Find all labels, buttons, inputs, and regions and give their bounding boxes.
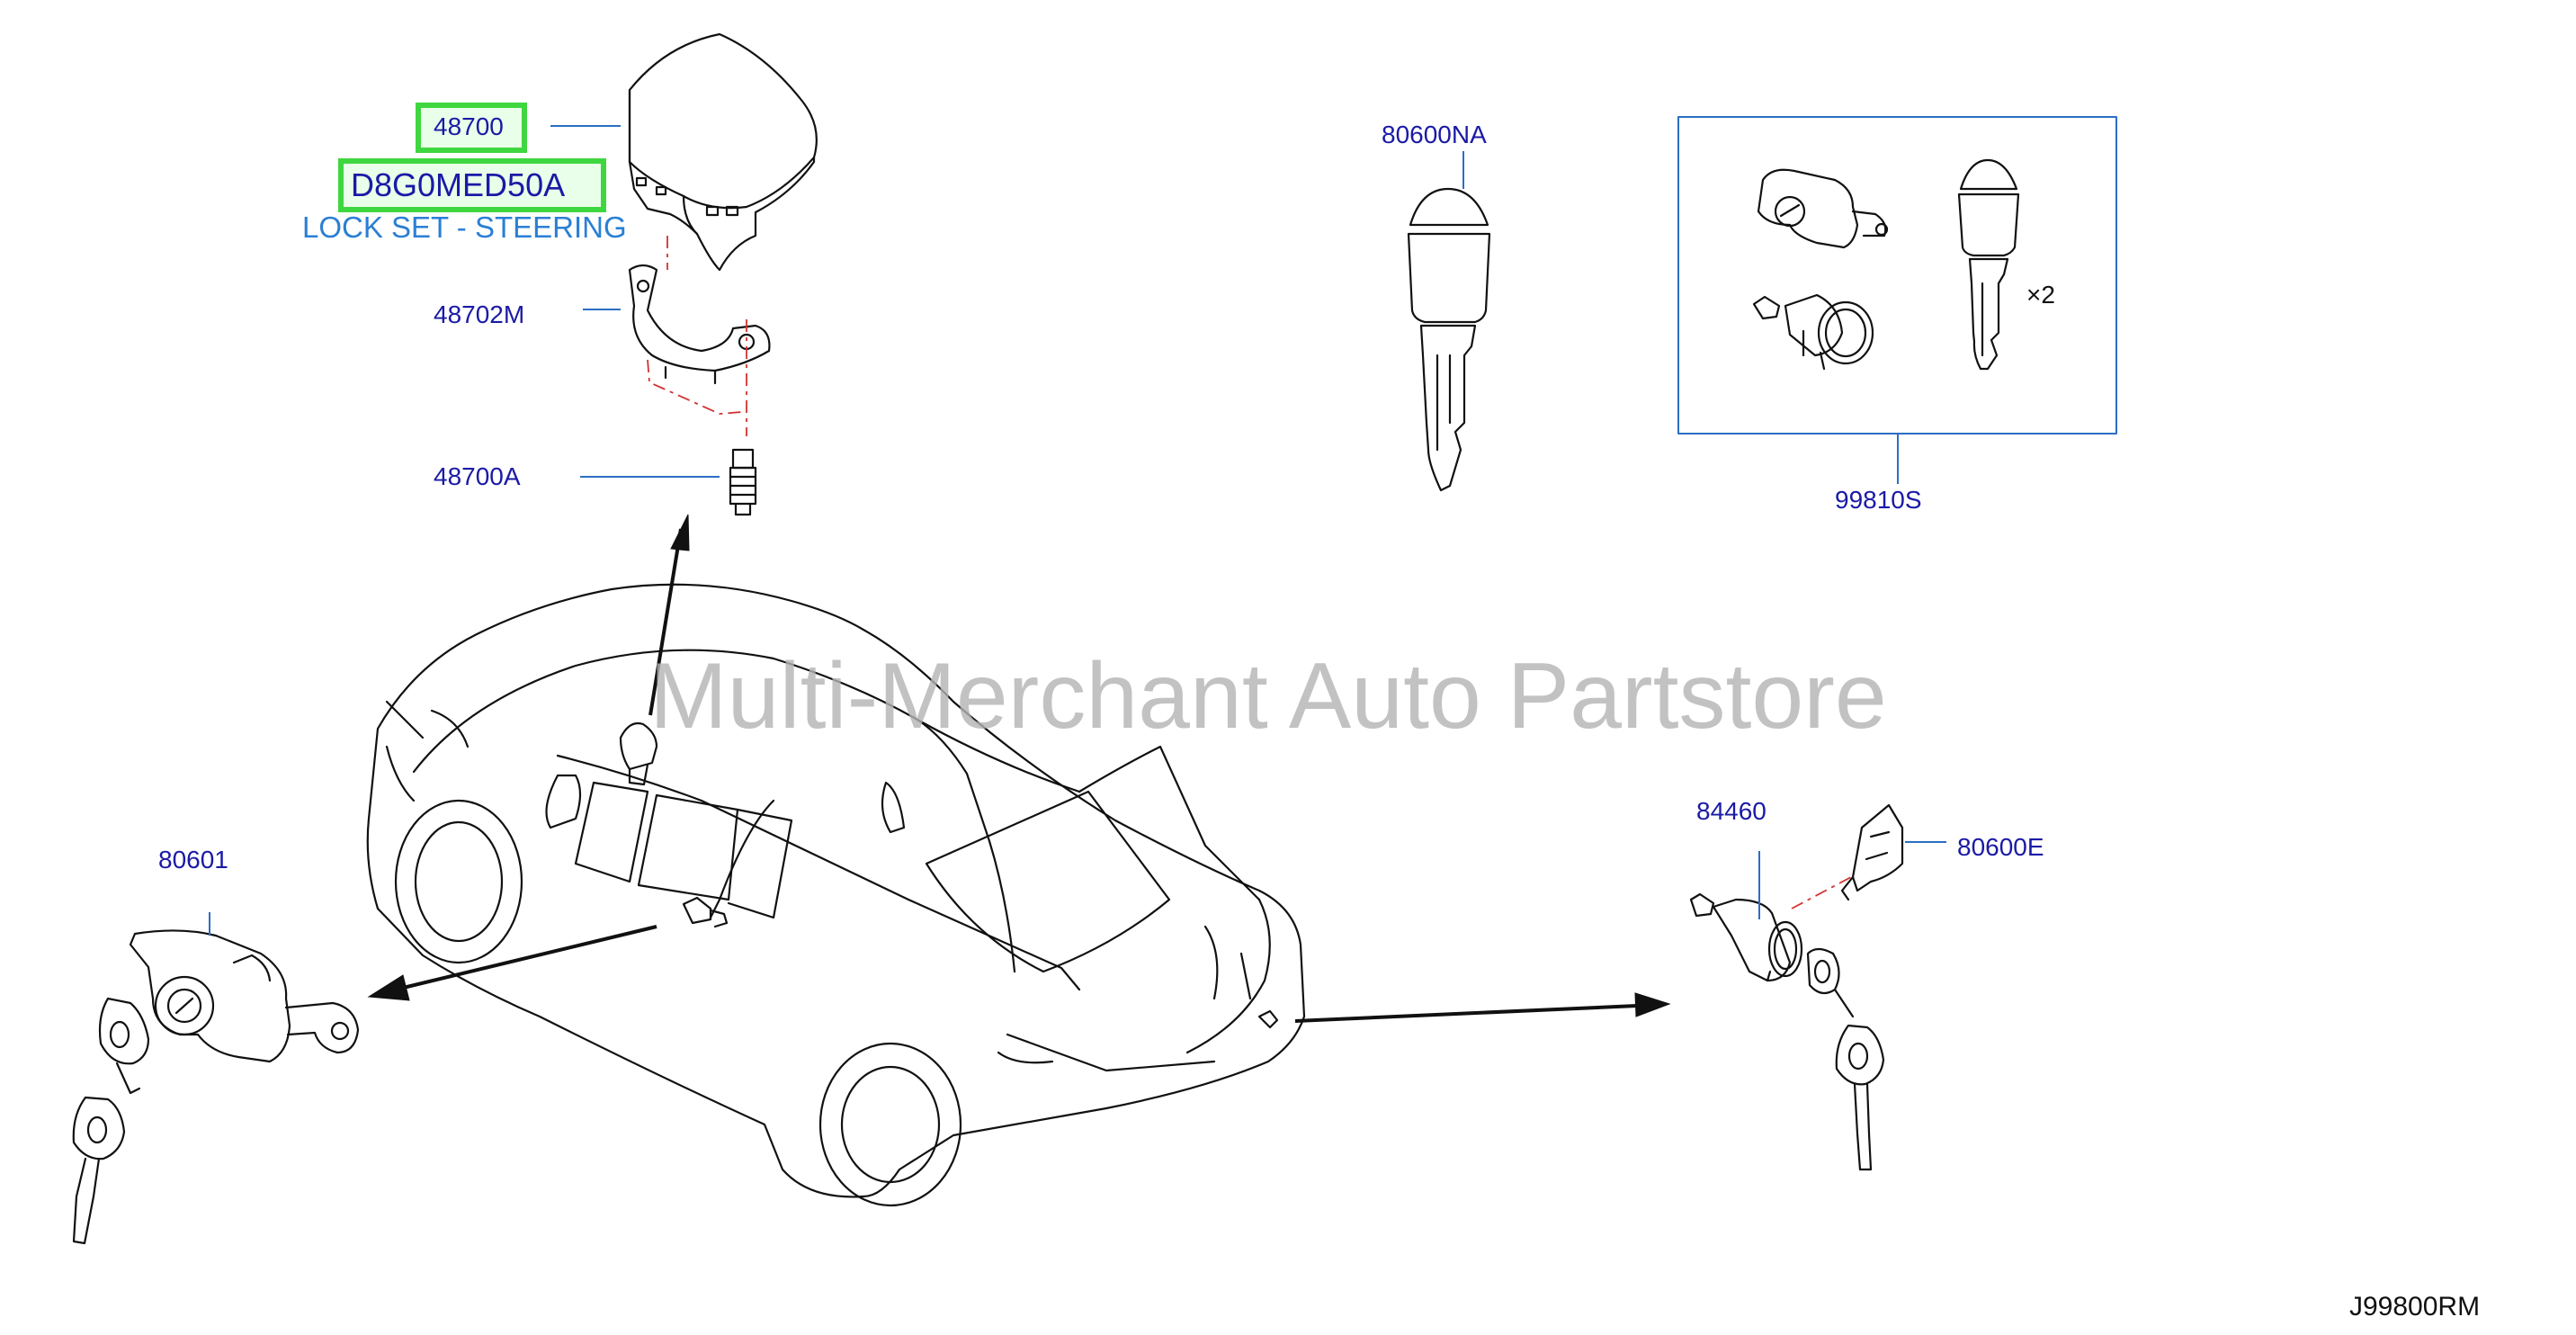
car-body: [366, 583, 1306, 1207]
kit-key: [1957, 158, 2020, 371]
car-ignition-lock: [619, 721, 658, 786]
car-trunk-lock: [1257, 1009, 1279, 1029]
key-80600na: [1407, 187, 1491, 492]
callout-48700a[interactable]: 48700A: [434, 462, 521, 490]
callout-84460[interactable]: 84460: [1696, 797, 1767, 825]
part-code-highlight: [338, 158, 606, 212]
lock-clip: [1840, 803, 1904, 901]
part-number-label[interactable]: 48700: [434, 112, 504, 140]
callout-80601[interactable]: 80601: [158, 846, 228, 874]
steering-lock-body: [628, 32, 818, 272]
kit-quantity: ×2: [2026, 281, 2055, 309]
callout-48702m[interactable]: 48702M: [434, 300, 525, 328]
callout-99810s[interactable]: 99810S: [1835, 486, 1922, 514]
kit-trunk-cylinder: [1752, 293, 1874, 371]
kit-frame: [1677, 116, 2117, 435]
clamp-bracket: [628, 264, 771, 385]
door-lock-cylinder: [72, 929, 360, 1245]
callout-80600na[interactable]: 80600NA: [1382, 121, 1487, 148]
trunk-lock-cylinder: [1689, 892, 1885, 1171]
kit-door-cylinder: [1757, 168, 1889, 249]
part-code-label[interactable]: D8G0MED50A: [351, 166, 566, 203]
diagram-code: J99800RM: [2349, 1292, 2481, 1322]
callout-80600e[interactable]: 80600E: [1957, 833, 2044, 861]
watermark: Multi-Merchant Auto Partstore: [649, 644, 1887, 748]
shear-bolt: [729, 448, 757, 516]
car-door-lock: [682, 896, 729, 928]
part-number-highlight: [416, 103, 527, 153]
part-description: LOCK SET - STEERING: [302, 211, 627, 244]
